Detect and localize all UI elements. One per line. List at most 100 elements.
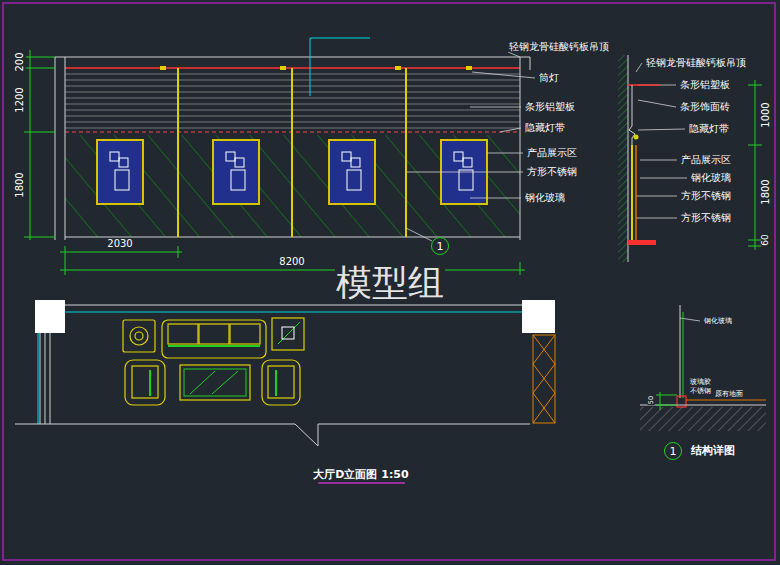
leader-lines-part [470, 198, 521, 199]
display-panels-part-part [329, 140, 375, 204]
leader-lines-part [508, 52, 520, 57]
floor-plan-part-part [132, 366, 158, 398]
dimension-lines-part [24, 57, 55, 58]
floor-plan-part-part [135, 332, 143, 340]
display-panels-part-part [110, 152, 119, 161]
leader-lines-part [406, 172, 523, 173]
floor-plan-part [180, 365, 250, 400]
floor-plan-part [15, 424, 530, 446]
floor-plan-part-part [162, 320, 266, 358]
callout-label: 钢化玻璃 [524, 193, 566, 203]
floor-plan-part [184, 369, 246, 396]
leader-lines-part [406, 228, 432, 241]
elevation-wall-part-part [160, 66, 166, 70]
watermark: 模型组 [335, 264, 445, 302]
callout-label: 方形不锈钢 [680, 191, 732, 201]
elevation-wall-part-part [177, 68, 179, 237]
wall-section-part [628, 55, 629, 262]
display-panels-part-part [351, 158, 360, 167]
dimension-lines-part [748, 240, 762, 241]
wall-section-part [634, 135, 639, 140]
callout-number: 1 [437, 240, 444, 253]
floor-plan-part-part [130, 327, 148, 345]
leader-lines-part [636, 63, 642, 72]
leader-lines-part [636, 218, 677, 219]
callout-circle: 1 [431, 237, 449, 255]
dimension-text: 1800 [15, 171, 26, 198]
floor-plan-part-part [199, 324, 229, 344]
elevation-wall-part-part [405, 68, 407, 237]
display-panels-part-part [213, 140, 259, 204]
callout-label: 轻钢龙骨硅酸钙板吊顶 [645, 58, 747, 68]
leader-lines [406, 52, 700, 321]
display-panels-part-part [235, 158, 244, 167]
display-panels-part-part [347, 170, 361, 190]
callout-label: 条形铝塑板 [524, 102, 576, 112]
floor-plan-part [533, 335, 555, 423]
callout-label: 隐藏灯带 [688, 124, 730, 134]
callout-label: 条形铝塑板 [679, 80, 731, 90]
dimension-lines-part [755, 80, 756, 250]
title-underline-part [318, 482, 405, 484]
display-panels-part-part [342, 152, 351, 161]
callout-label: 筒灯 [538, 73, 560, 83]
leader-lines-part [640, 160, 677, 161]
floor-plan-part [35, 300, 65, 333]
drawing-title: 大厅D立面图 1:50 [312, 469, 409, 481]
floor-plan-part [40, 333, 50, 424]
wall-section-part [632, 85, 633, 126]
floor-plan-part-part [268, 366, 294, 398]
callout-label: 产品展示区 [680, 155, 732, 165]
floor-plan-part [35, 305, 555, 306]
dimension-lines [24, 50, 762, 275]
elevation-wall-part [55, 57, 56, 240]
structure-detail-part [683, 312, 684, 398]
callout-label: 轻钢龙骨硅酸钙板吊顶 [508, 42, 610, 52]
page-frame-part [3, 3, 775, 560]
detail-label: 玻璃胶 [689, 379, 712, 386]
display-panels-part-part [97, 140, 143, 204]
display-panels-part-part [226, 152, 235, 161]
callout-circle: 1 [664, 442, 682, 460]
floor-plan-part-part [230, 324, 260, 344]
floor-plan-part-part [125, 360, 165, 405]
dimension-lines-part [748, 246, 762, 247]
structure-detail-part [656, 395, 677, 396]
floor-plan-part [38, 333, 39, 424]
detail-label: 原有地面 [714, 391, 744, 398]
dimension-text: 50 [648, 395, 655, 405]
detail-label: 钢化玻璃 [703, 318, 733, 325]
floor-plan-part-part [45, 333, 46, 424]
wall-section-part [618, 55, 628, 262]
wall-section-part [635, 145, 637, 240]
dimension-text: 200 [15, 51, 26, 72]
display-panels-part [213, 140, 259, 204]
display-panels-part-part [454, 152, 463, 161]
floor-plan-part [278, 322, 300, 344]
elevation-wall-part [520, 57, 521, 240]
floor-plan-part [65, 312, 522, 313]
wall-section-part [631, 145, 633, 240]
leader-lines-part [638, 129, 685, 130]
elevation-wall-part [178, 68, 406, 237]
elevation-wall-part [160, 66, 472, 70]
structure-detail-part [640, 407, 766, 431]
display-panels-part-part [459, 170, 473, 190]
title-underline [318, 483, 405, 484]
dimension-lines-part [24, 237, 55, 238]
display-panels-part-part [463, 158, 472, 167]
wall-section [618, 55, 660, 262]
elevation-wall [55, 38, 530, 240]
dimension-text: 1000 [761, 101, 772, 128]
structure-detail-part [656, 405, 677, 406]
dimension-lines-part [748, 85, 762, 86]
wall-section-part [632, 138, 633, 145]
elevation-wall-part [65, 57, 66, 240]
dimension-lines-part [748, 145, 762, 146]
dimension-lines-part [65, 246, 66, 275]
elevation-wall-part [530, 57, 531, 70]
detail-title: 结构详图 [690, 445, 736, 457]
structure-detail-part [686, 400, 766, 401]
